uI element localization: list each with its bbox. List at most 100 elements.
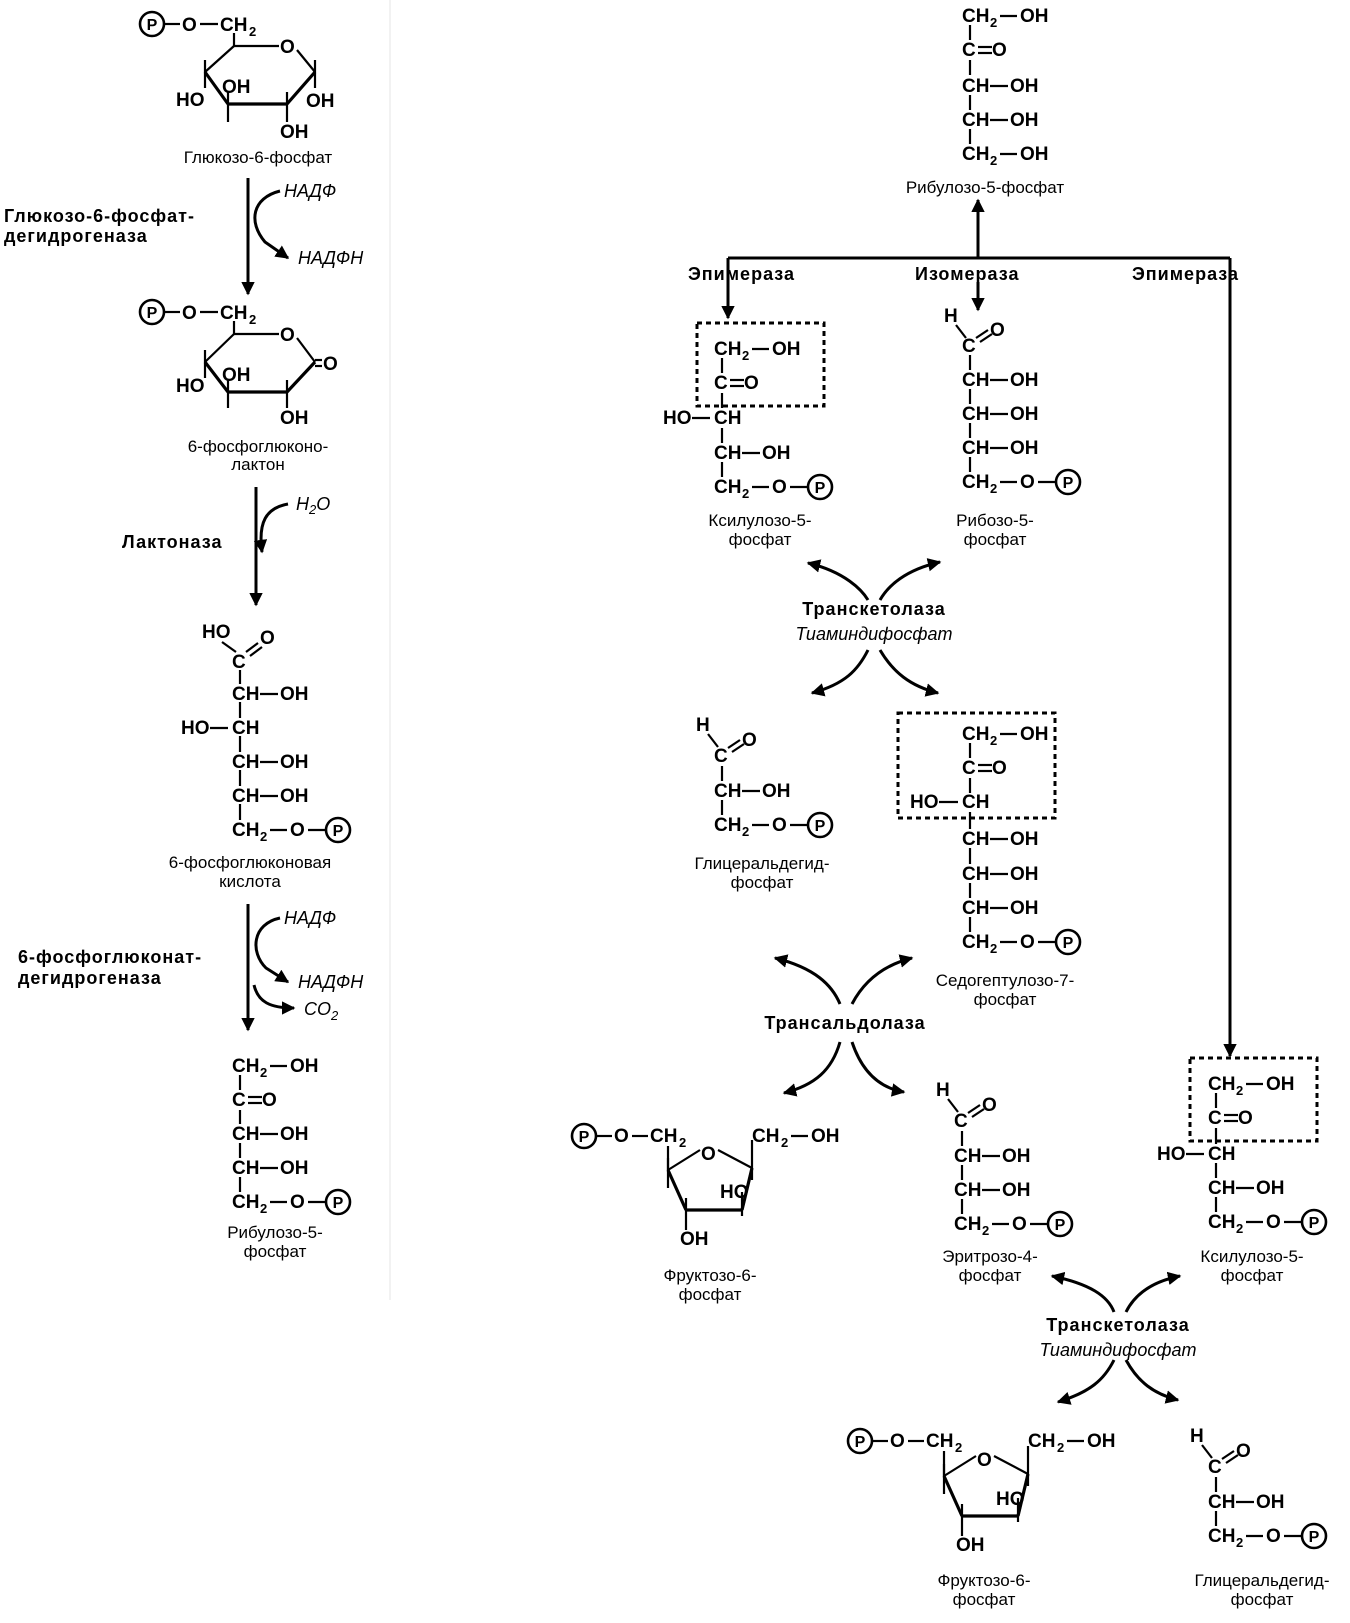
svg-text:2: 2 — [742, 348, 749, 363]
svg-text:OH: OH — [772, 339, 801, 360]
svg-text:OH: OH — [280, 122, 309, 143]
svg-text:P: P — [1063, 475, 1074, 492]
svg-text:CH: CH — [962, 110, 989, 131]
svg-text:P: P — [147, 305, 158, 322]
svg-text:C: C — [1208, 1457, 1222, 1478]
svg-text:O: O — [182, 15, 197, 36]
svg-text:OH: OH — [1020, 724, 1049, 745]
svg-text:CH: CH — [962, 6, 989, 27]
svg-text:OH: OH — [1002, 1180, 1031, 1201]
svg-text:HO: HO — [910, 792, 939, 813]
svg-text:CH: CH — [1208, 1526, 1235, 1547]
svg-text:OH: OH — [1010, 864, 1039, 885]
sedoheptulose-7-phosphate-structure: CH 2 OH C O HO CH CH OH CH OH CH OH CH 2… — [896, 711, 1082, 956]
glyceraldehyde-phosphate-label: Глицеральдегид- — [694, 854, 829, 873]
svg-text:OH: OH — [680, 1229, 709, 1250]
svg-text:C: C — [962, 336, 976, 357]
cofactor-curve-nadp-arrow — [254, 916, 290, 984]
svg-text:OH: OH — [1010, 898, 1039, 919]
svg-text:H: H — [1190, 1426, 1204, 1447]
svg-text:CH: CH — [232, 752, 259, 773]
svg-text:CH: CH — [1208, 1074, 1235, 1095]
svg-text:O: O — [182, 303, 197, 324]
lactonase-enzyme-label: Лактоназа — [122, 532, 223, 552]
xylulose-5-phosphate-right-structure: CH 2 OH C O HO CH CH OH CH 2 O P — [1157, 1056, 1328, 1236]
phosphate-group-icon: P — [138, 298, 166, 326]
svg-text:CH: CH — [954, 1146, 981, 1167]
6pgdh-enzyme-label: 6-фосфоглюконат- — [18, 947, 202, 967]
transferred-group-box — [1188, 1056, 1319, 1143]
svg-text:O: O — [701, 1144, 716, 1165]
svg-text:OH: OH — [1010, 370, 1039, 391]
svg-text:CH: CH — [962, 472, 989, 493]
svg-text:OH: OH — [306, 91, 335, 112]
svg-text:O: O — [1266, 1212, 1281, 1233]
epimerase-right-label: Эпимераза — [1132, 264, 1239, 284]
svg-text:O: O — [280, 37, 295, 58]
svg-text:2: 2 — [260, 1065, 267, 1080]
phosphogluconic-acid-structure: HO C O CH OH HO CH CH OH CH OH CH 2 O P — [181, 622, 352, 844]
svg-text:CH: CH — [232, 820, 259, 841]
svg-text:C: C — [232, 1090, 246, 1111]
svg-text:CH: CH — [962, 898, 989, 919]
svg-text:2: 2 — [990, 481, 997, 496]
svg-text:OH: OH — [1010, 438, 1039, 459]
svg-text:2: 2 — [260, 1201, 267, 1216]
svg-text:CH: CH — [232, 1158, 259, 1179]
fructose-6-phosphate-label: Фруктозо-6- — [663, 1266, 756, 1285]
tpp-1-label: Тиаминдифосфат — [796, 624, 953, 644]
svg-text:P: P — [579, 1129, 590, 1146]
erythrose-4-phosphate-label-2: фосфат — [959, 1266, 1022, 1285]
svg-text:2: 2 — [990, 941, 997, 956]
svg-text:O: O — [262, 1090, 277, 1111]
svg-text:CH: CH — [962, 932, 989, 953]
svg-text:CH: CH — [232, 684, 259, 705]
svg-text:O: O — [323, 354, 338, 375]
cofactor-curve-nadp-arrow — [253, 189, 290, 260]
co2-label: CO2 — [304, 999, 339, 1023]
svg-text:2: 2 — [990, 153, 997, 168]
svg-text:CH: CH — [962, 792, 989, 813]
svg-text:2: 2 — [990, 733, 997, 748]
svg-text:2: 2 — [1236, 1221, 1243, 1236]
svg-text:C: C — [1208, 1108, 1222, 1129]
svg-text:O: O — [890, 1431, 905, 1452]
ribulose-5-phosphate-top-label: Рибулозо-5-фосфат — [906, 178, 1065, 197]
svg-text:OH: OH — [762, 781, 791, 802]
fructose-6-phosphate-structure: P O CH 2 O CH 2 OH HO OH — [570, 1122, 840, 1250]
glyceraldehyde-phosphate-bottom-structure: H C O CH OH CH 2 O P — [1190, 1426, 1328, 1550]
svg-text:OH: OH — [222, 77, 251, 98]
svg-text:OH: OH — [811, 1126, 840, 1147]
svg-text:OH: OH — [280, 1124, 309, 1145]
ribulose-5-phosphate-left-structure: CH 2 OH C O CH OH CH OH CH 2 O P — [232, 1056, 352, 1216]
svg-text:HO: HO — [176, 90, 205, 111]
nadph-label: НАДФН — [298, 248, 364, 268]
svg-text:P: P — [333, 1195, 344, 1212]
svg-text:2: 2 — [990, 15, 997, 30]
svg-text:O: O — [1236, 1441, 1251, 1462]
svg-text:CH: CH — [714, 781, 741, 802]
phosphate-group-icon: P — [806, 811, 834, 839]
svg-text:OH: OH — [1010, 76, 1039, 97]
svg-text:CH: CH — [962, 370, 989, 391]
transketolase-1-label: Транскетолаза — [802, 599, 946, 619]
nadph-label-2: НАДФН — [298, 972, 364, 992]
svg-text:2: 2 — [679, 1135, 686, 1150]
xylulose-5-phosphate-label-2: фосфат — [729, 530, 792, 549]
svg-text:OH: OH — [762, 443, 791, 464]
svg-text:HO: HO — [202, 622, 231, 643]
isomerase-label: Изомераза — [915, 264, 1019, 284]
epimerase-left-label: Эпимераза — [688, 264, 795, 284]
svg-text:OH: OH — [1010, 404, 1039, 425]
svg-text:HO: HO — [181, 718, 210, 739]
svg-text:P: P — [1309, 1529, 1320, 1546]
svg-text:P: P — [815, 818, 826, 835]
svg-text:OH: OH — [1256, 1492, 1285, 1513]
phosphoglucono-lactone-structure: P O CH 2 O O HO OH OH — [138, 298, 338, 429]
svg-text:CH: CH — [962, 438, 989, 459]
svg-text:OH: OH — [956, 1535, 985, 1556]
phosphoglucono-lactone-label: 6-фосфоглюконо- — [188, 437, 329, 456]
transaldolase-label: Трансальдолаза — [764, 1013, 925, 1033]
svg-text:CH: CH — [752, 1126, 779, 1147]
glucose-6-phosphate-structure: P O CH 2 O HO OH OH OH — [138, 10, 335, 143]
